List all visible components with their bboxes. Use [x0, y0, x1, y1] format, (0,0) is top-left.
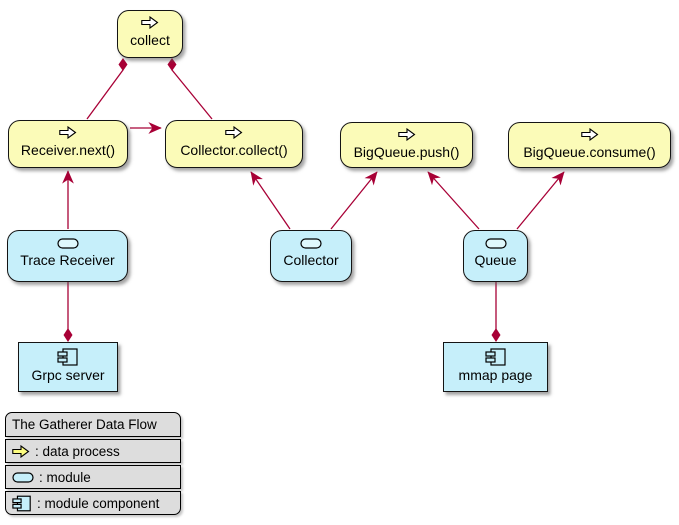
node-grpc-server: Grpc server [18, 342, 118, 392]
node-collector: Collector [270, 230, 352, 282]
data-process-icon [397, 127, 416, 142]
legend-item-data-process: : data process [5, 439, 181, 463]
data-process-icon [12, 444, 30, 458]
legend-title: The Gatherer Data Flow [5, 412, 181, 437]
module-component-icon [484, 348, 507, 366]
node-collect: collect [117, 10, 183, 58]
node-label: Collector [283, 252, 339, 268]
edge-queue-bigqueueconsume [516, 171, 565, 230]
legend-item-module: : module [5, 465, 181, 489]
module-icon [12, 471, 34, 483]
module-component-icon [12, 495, 32, 512]
node-queue: Queue [463, 230, 528, 282]
edge-receivernext-collect [86, 69, 124, 120]
module-icon [56, 236, 79, 250]
node-label: Queue [474, 252, 517, 268]
edge-collector-collectorcollect [250, 171, 291, 230]
node-collector-collect: Collector.collect() [165, 120, 303, 168]
node-mmap-page: mmap page [443, 342, 548, 392]
node-label: Receiver.next() [20, 142, 116, 158]
node-label: Trace Receiver [20, 252, 115, 268]
data-process-icon [225, 125, 243, 140]
module-icon [484, 236, 507, 250]
legend-title-text: The Gatherer Data Flow [12, 417, 157, 432]
node-label: mmap page [458, 367, 533, 383]
legend-item-label: : module component [37, 495, 160, 511]
composition-diamond [491, 328, 501, 342]
node-label: collect [130, 32, 170, 48]
node-receiver-next: Receiver.next() [8, 120, 128, 168]
module-icon [300, 236, 322, 250]
module-component-icon [57, 348, 79, 366]
node-trace-receiver: Trace Receiver [7, 230, 128, 282]
edge-queue-bigqueuepush [427, 171, 480, 230]
node-label: BigQueue.consume() [523, 144, 656, 160]
composition-diamond [63, 328, 73, 342]
node-bigqueue-consume: BigQueue.consume() [508, 122, 671, 168]
composition-diamond [167, 58, 177, 71]
data-process-icon [59, 125, 77, 140]
legend-item-label: : data process [35, 443, 120, 459]
data-process-icon [580, 127, 599, 142]
legend-item-label: : module [39, 469, 91, 485]
node-bigqueue-push: BigQueue.push() [340, 122, 473, 168]
data-process-icon [141, 15, 159, 30]
legend: The Gatherer Data Flow : data process : … [5, 412, 181, 515]
edge-collectorcollect-collect [171, 69, 213, 120]
edge-collector-bigqueuepush [330, 171, 378, 230]
composition-diamond [118, 58, 128, 71]
legend-item-module-component: : module component [5, 491, 181, 515]
node-label: Collector.collect() [180, 142, 288, 158]
node-label: Grpc server [31, 367, 105, 383]
node-label: BigQueue.push() [353, 144, 460, 160]
